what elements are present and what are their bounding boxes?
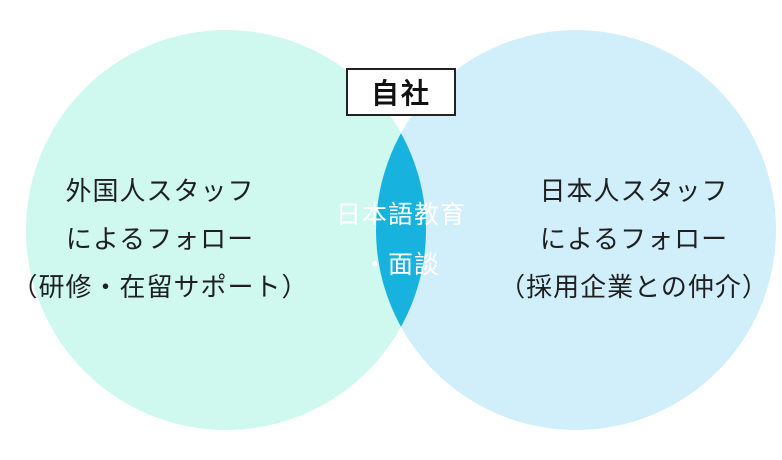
company-badge: 自社	[346, 68, 456, 116]
left-circle-label: 外国人スタッフ によるフォロー （研修・在留サポート）	[10, 168, 310, 312]
right-label-line-2: によるフォロー	[539, 225, 729, 255]
left-label-line-3: （研修・在留サポート）	[11, 273, 309, 303]
left-label-line-2: によるフォロー	[65, 225, 255, 255]
overlap-label-line-1: 日本語教育	[335, 200, 466, 229]
overlap-label-line-2: ・面談	[361, 250, 440, 279]
right-label-line-3: （採用企業との仲介）	[499, 273, 769, 303]
left-circle	[26, 30, 426, 430]
right-label-line-1: 日本人スタッフ	[539, 177, 729, 207]
overlap-label: 日本語教育 ・面談	[318, 190, 484, 290]
right-circle	[376, 30, 776, 430]
left-label-line-1: 外国人スタッフ	[65, 177, 255, 207]
right-circle-label: 日本人スタッフ によるフォロー （採用企業との仲介）	[496, 168, 772, 312]
